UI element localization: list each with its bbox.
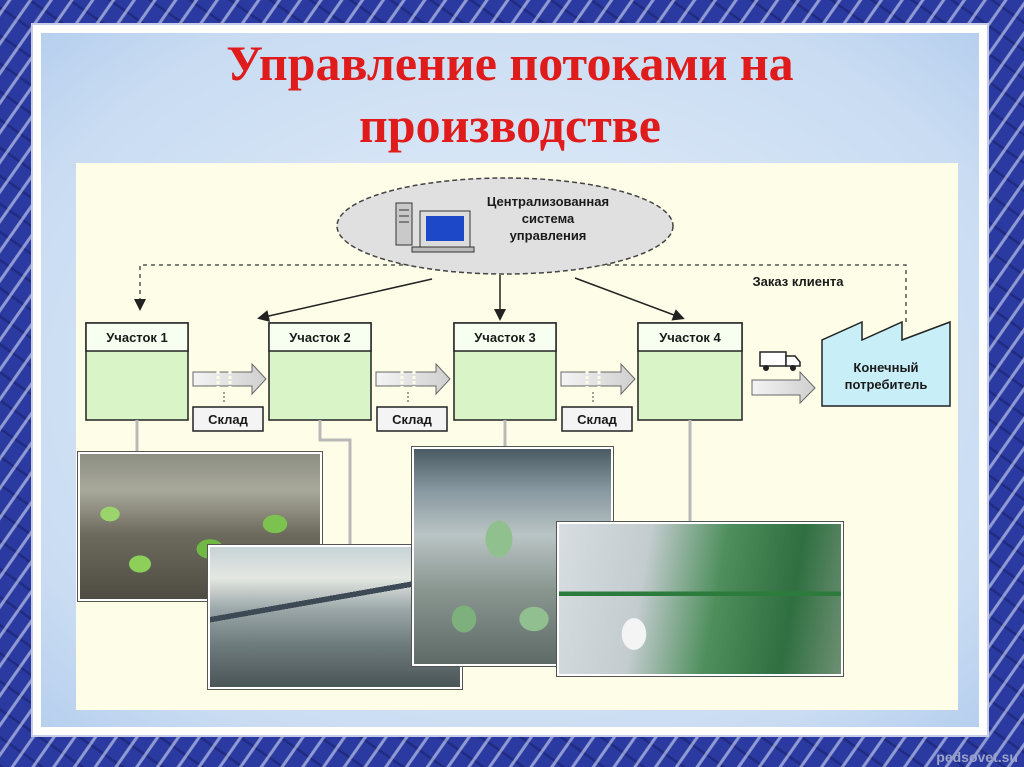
flow-arrow-3 (560, 362, 636, 404)
title-line-1: Управление потоками на (226, 35, 794, 91)
computer-icon (395, 202, 475, 253)
central-line-2: система (522, 211, 575, 226)
section-3-label: Участок 3 (474, 330, 536, 345)
section-2: Участок 2 (268, 322, 372, 421)
watermark: pedsovet.su (936, 749, 1018, 765)
flow-arrow-2 (375, 362, 451, 404)
section-4: Участок 4 (637, 322, 743, 421)
warehouse-1: Склад (192, 406, 264, 432)
section-4-label: Участок 4 (659, 330, 721, 345)
order-label: Заказ клиента (753, 274, 845, 289)
delivery-arrow (751, 370, 816, 405)
title-line-2: производстве (359, 97, 661, 153)
section-1: Участок 1 (85, 322, 189, 421)
section-1-label: Участок 1 (106, 330, 168, 345)
section-2-label: Участок 2 (289, 330, 351, 345)
section-3: Участок 3 (453, 322, 557, 421)
photo-connectors (135, 420, 692, 548)
warehouse-2-label: Склад (392, 412, 433, 427)
slide-title: Управление потоками на производстве (60, 32, 960, 156)
truck-icon (759, 351, 801, 371)
end-consumer-node: Конечный потребитель (821, 320, 951, 407)
consumer-line-1: Конечный (853, 360, 918, 375)
warehouse-3: Склад (561, 406, 633, 432)
central-system-node: Централизованная система управления (336, 177, 674, 275)
warehouse-1-label: Склад (208, 412, 249, 427)
control-arrows (257, 275, 685, 322)
workshop-photo-4 (557, 522, 843, 676)
central-line-3: управления (510, 228, 587, 243)
warehouse-3-label: Склад (577, 412, 618, 427)
warehouse-2: Склад (376, 406, 448, 432)
central-line-1: Централизованная (487, 194, 609, 209)
flow-arrow-1 (192, 362, 267, 404)
consumer-line-2: потребитель (845, 377, 928, 392)
